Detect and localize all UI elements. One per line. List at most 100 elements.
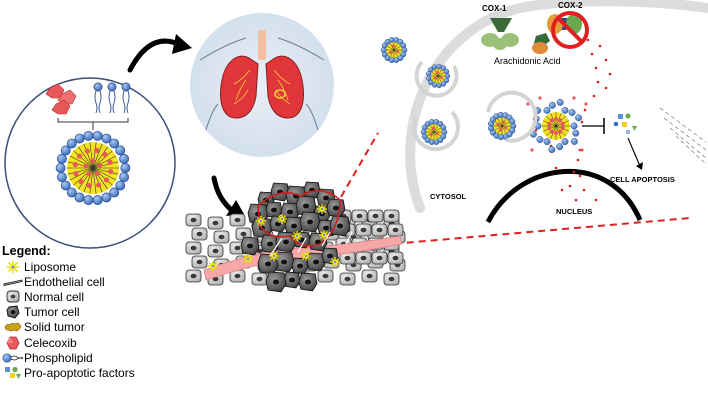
liposome-large-icon <box>55 130 131 206</box>
tumor-cell-icon <box>298 272 318 292</box>
arrow-to-lungs <box>127 38 181 73</box>
endothelial-cell-icon <box>2 274 24 289</box>
tumor-cell-icon <box>280 202 300 222</box>
legend-item-liposome: Liposome <box>2 259 202 274</box>
liposome-icon <box>2 259 24 274</box>
tumor-outline <box>257 190 341 247</box>
cox2-label: COX-2 <box>558 1 583 10</box>
normal-cell-icon <box>185 213 202 227</box>
liposome-icon <box>380 37 408 63</box>
legend-label: Phospholipid <box>24 350 93 365</box>
liposome-icon <box>420 119 448 145</box>
solid-tumor-icon <box>2 320 24 335</box>
tumor-cell-icon <box>295 195 317 217</box>
liposome-icon <box>292 231 302 241</box>
tumor-tissue <box>185 181 406 293</box>
legend-label: Celecoxib <box>24 335 77 350</box>
nucleus-label: NUCLEUS <box>556 207 592 216</box>
normal-cell-icon <box>229 269 246 283</box>
tumor-cell-icon <box>329 215 351 237</box>
normal-cell-icon <box>371 251 388 265</box>
legend-item-solid-tumor: Solid tumor <box>2 320 202 335</box>
liposome-icon <box>243 254 253 264</box>
normal-cell-icon <box>387 223 404 237</box>
tumor-cell-icon <box>240 236 260 256</box>
legend: Legend: Liposome Endothelial cell Normal… <box>2 244 202 381</box>
celecoxib-icon <box>2 335 24 350</box>
arachidonic-acid-icon <box>532 33 550 54</box>
cox1-enzyme-icon <box>481 18 519 50</box>
legend-item-endothelial-cell: Endothelial cell <box>2 274 202 289</box>
legend-item-phospholipid: Phospholipid <box>2 350 202 365</box>
lungs-panel <box>190 13 334 157</box>
tumor-cell-icon <box>299 211 321 233</box>
cox1-label: COX-1 <box>482 4 507 13</box>
normal-cell-icon <box>191 255 208 269</box>
normal-cell-icon <box>361 269 378 283</box>
liposome-icon <box>487 111 517 141</box>
tumor-cell-icon <box>326 198 346 218</box>
nucleus-membrane <box>485 169 643 224</box>
legend-label: Normal cell <box>24 289 85 304</box>
legend-item-pro-apoptotic-factors: Pro-apoptotic factors <box>2 365 202 380</box>
normal-cell-icon <box>355 251 372 265</box>
liposome-icon <box>269 251 279 261</box>
legend-item-tumor-cell: Tumor cell <box>2 305 202 320</box>
legend-label: Pro-apoptotic factors <box>24 365 135 380</box>
tumor-cell-icon <box>273 251 295 273</box>
apoptosis-arrow <box>627 137 641 167</box>
endosome-arcs <box>412 60 538 152</box>
legend-label: Liposome <box>24 259 77 274</box>
phospholipid-icon <box>2 350 24 365</box>
disrupted-liposome-icon <box>526 96 588 154</box>
legend-item-celecoxib: Celecoxib <box>2 335 202 350</box>
legend-title: Legend: <box>2 244 51 258</box>
formulation-panel <box>4 77 176 249</box>
normal-cell-icon <box>371 223 388 237</box>
normal-cell-icon <box>383 209 400 223</box>
legend-label: Solid tumor <box>24 320 85 335</box>
arachidonic-acid-label: Arachidonic Acid <box>494 56 561 66</box>
cytosol-label: CYTOSOL <box>430 192 467 201</box>
tumor-cell-icon <box>2 305 24 320</box>
arrow-to-tissue <box>211 175 237 215</box>
liposome-icon <box>317 204 327 214</box>
normal-cell-icon <box>213 230 230 244</box>
liposome-icon <box>319 230 329 240</box>
normal-cell-icon <box>367 209 384 223</box>
pro-apoptotic-factors-icon <box>613 113 637 134</box>
legend-label: Endothelial cell <box>24 274 105 289</box>
normal-cell-icon <box>185 241 202 255</box>
tumor-cell-icon <box>265 271 287 293</box>
liposome-icon <box>256 216 266 226</box>
pro-apoptotic-factors-icon <box>2 365 24 380</box>
liposome-icon <box>330 257 340 267</box>
normal-cell-icon <box>229 213 246 227</box>
liposome-icon <box>208 261 218 271</box>
legend-item-normal-cell: Normal cell <box>2 289 202 304</box>
normal-cell-icon <box>185 269 202 283</box>
liposome-entry-sequence <box>380 37 588 154</box>
normal-cell-icon <box>251 272 268 286</box>
normal-cell-icon <box>351 209 368 223</box>
tumor-cell-icon <box>283 271 301 289</box>
tumor-cell-icon <box>306 252 326 272</box>
liposome-icon <box>301 251 311 261</box>
cell-apoptosis-label: CELL APOPTOSIS <box>610 175 675 184</box>
normal-cell-icon <box>383 272 400 286</box>
normal-cell-icon <box>2 289 24 304</box>
liposome-icon <box>426 63 451 89</box>
cox2-inhibited-icon <box>551 11 589 49</box>
normal-cell-icon <box>191 227 208 241</box>
liposome-icon <box>277 214 287 224</box>
normal-cell-icon <box>339 272 356 286</box>
phospholipids-icon <box>93 82 131 114</box>
normal-cell-icon <box>207 216 224 230</box>
normal-cell-icon <box>387 251 404 265</box>
normal-cell-icon <box>355 223 372 237</box>
legend-label: Tumor cell <box>24 305 80 320</box>
normal-cell-icon <box>317 269 334 283</box>
lung-tumor-icon <box>274 89 286 99</box>
normal-cell-icon <box>207 244 224 258</box>
